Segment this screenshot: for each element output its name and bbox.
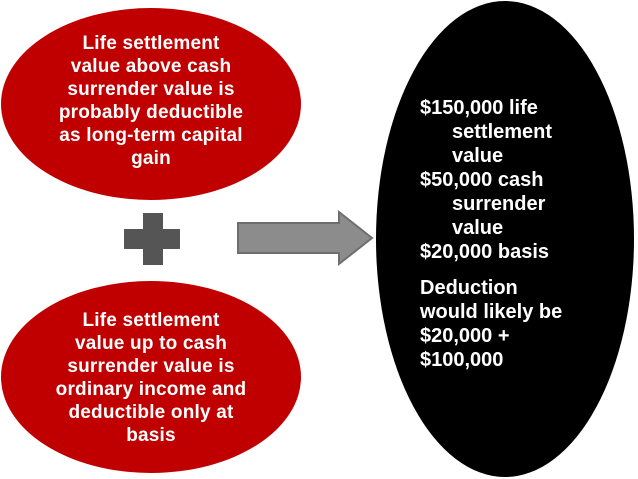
result-item-first: $50,000 cash <box>420 169 544 191</box>
deduction-line: Deduction <box>420 277 518 299</box>
top-line: probably deductible <box>58 102 244 123</box>
deduction-line: $100,000 <box>420 349 504 371</box>
bottom-line: basis <box>126 425 176 446</box>
bottom-ellipse-text: Life settlement value up to cash surrend… <box>40 309 262 447</box>
top-line: surrender value is <box>67 79 235 100</box>
bottom-red-ellipse <box>1 281 301 473</box>
result-item-first: $150,000 life <box>420 97 538 119</box>
right-arrow-icon <box>237 209 374 267</box>
plus-icon <box>124 213 180 265</box>
result-item-first: $20,000 basis <box>420 241 549 263</box>
result-ellipse-text: $150,000 life settlement value $50,000 c… <box>420 96 610 372</box>
bottom-line: value up to cash <box>74 333 228 354</box>
top-line: gain <box>131 148 171 169</box>
paragraph-gap <box>420 264 610 276</box>
top-line: Life settlement <box>82 33 220 54</box>
top-ellipse-text: Life settlement value above cash surrend… <box>40 32 262 170</box>
result-item-cont: surrender <box>452 193 546 215</box>
bottom-line: Life settlement <box>82 310 220 331</box>
bottom-line: ordinary income and <box>55 379 247 400</box>
top-line: value above cash <box>70 56 232 77</box>
result-item-cont: settlement <box>452 121 553 143</box>
deduction-line: would likely be <box>420 301 563 323</box>
result-item-cont: value <box>452 145 504 167</box>
bottom-line: deductible only at <box>68 402 234 423</box>
bottom-line: surrender value is <box>67 356 235 377</box>
deduction-line: $20,000 + <box>420 325 510 347</box>
result-item-cont: value <box>452 217 504 239</box>
top-red-ellipse <box>1 8 301 200</box>
top-line: as long-term capital <box>59 125 243 146</box>
result-black-ellipse <box>376 1 634 477</box>
